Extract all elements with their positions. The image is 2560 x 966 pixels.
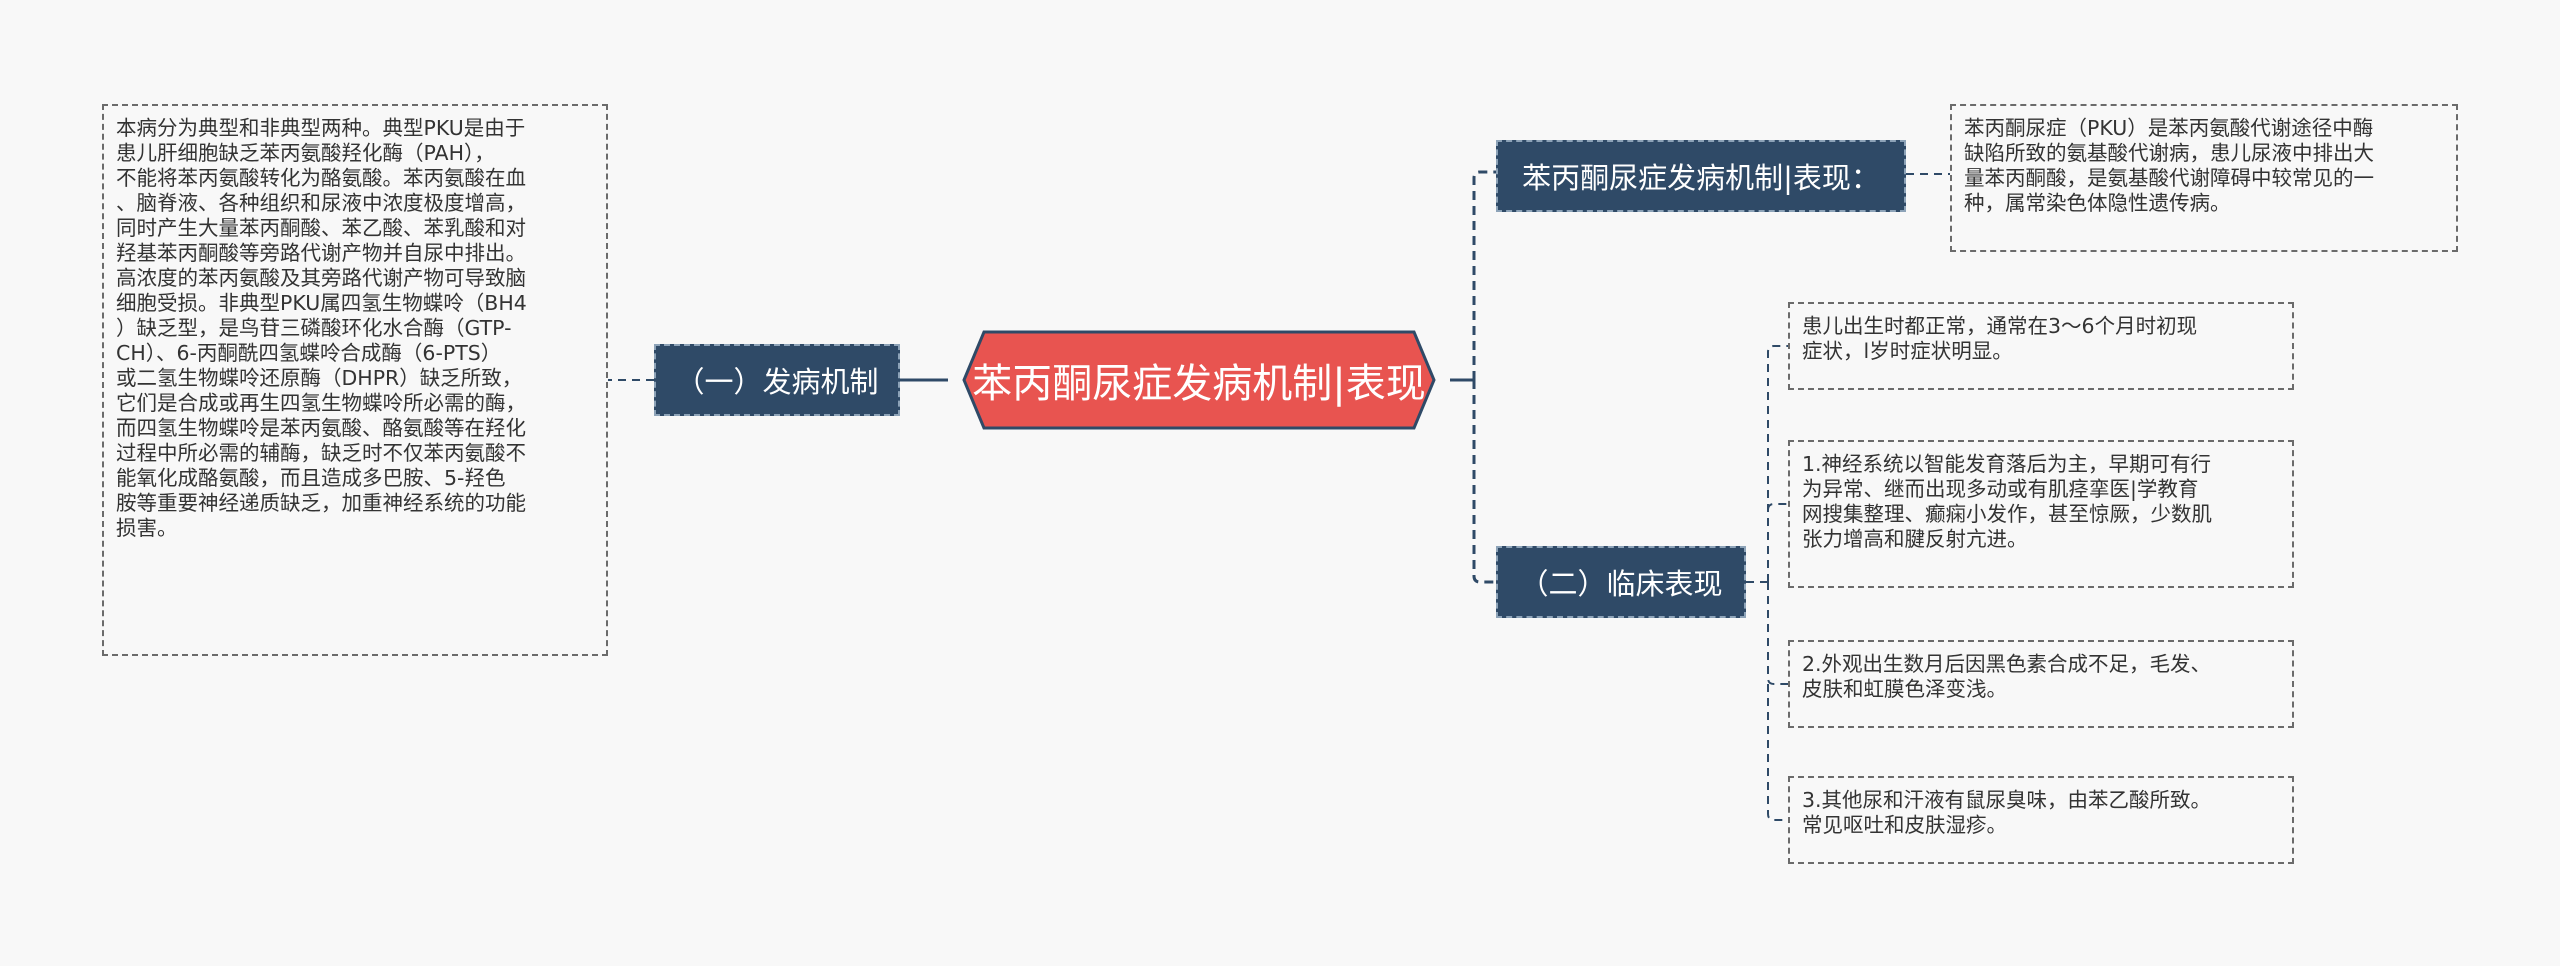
branch-definition[interactable]: 苯丙酮尿症发病机制|表现：: [1496, 140, 1906, 212]
root-hexagon-shape: [962, 330, 1436, 430]
leaf-clinical-appearance: 2.外观出生数月后因黑色素合成不足，毛发、 皮肤和虹膜色泽变浅。: [1788, 640, 2294, 728]
root-title: 苯丙酮尿症发病机制|表现: [972, 361, 1426, 407]
leaf-mechanism-detail: 本病分为典型和非典型两种。典型PKU是由于 患儿肝细胞缺乏苯丙氨酸羟化酶（PAH…: [102, 104, 608, 656]
leaf-definition-text: 苯丙酮尿症（PKU）是苯丙氨酸代谢途径中酶 缺陷所致的氨基酸代谢病，患儿尿液中排…: [1964, 116, 2374, 215]
leaf-clinical-onset: 患儿出生时都正常，通常在3～6个月时初现 症状，l岁时症状明显。: [1788, 302, 2294, 390]
leaf-mechanism-text: 本病分为典型和非典型两种。典型PKU是由于 患儿肝细胞缺乏苯丙氨酸羟化酶（PAH…: [116, 116, 527, 540]
leaf-clinical-other-text: 3.其他尿和汗液有鼠尿臭味，由苯乙酸所致。 常见呕吐和皮肤湿疹。: [1802, 788, 2212, 837]
connector-right-trunk: [1472, 170, 1496, 584]
branch-clinical-label: （二）临床表现: [1519, 567, 1723, 601]
leaf-definition-detail: 苯丙酮尿症（PKU）是苯丙氨酸代谢途径中酶 缺陷所致的氨基酸代谢病，患儿尿液中排…: [1950, 104, 2458, 252]
branch-clinical[interactable]: （二）临床表现: [1496, 546, 1746, 618]
branch-definition-label: 苯丙酮尿症发病机制|表现：: [1522, 161, 1880, 195]
branch-mechanism[interactable]: （一）发病机制: [654, 344, 900, 416]
connector-clinical-items: [1767, 345, 1788, 821]
root-node[interactable]: 苯丙酮尿症发病机制|表现: [948, 330, 1450, 430]
leaf-clinical-neuro-text: 1.神经系统以智能发育落后为主，早期可有行 为异常、继而出现多动或有肌痉挛医|学…: [1802, 452, 2212, 551]
branch-mechanism-label: （一）发病机制: [675, 365, 879, 399]
leaf-clinical-neuro: 1.神经系统以智能发育落后为主，早期可有行 为异常、继而出现多动或有肌痉挛医|学…: [1788, 440, 2294, 588]
leaf-clinical-appearance-text: 2.外观出生数月后因黑色素合成不足，毛发、 皮肤和虹膜色泽变浅。: [1802, 652, 2212, 701]
leaf-clinical-onset-text: 患儿出生时都正常，通常在3～6个月时初现 症状，l岁时症状明显。: [1802, 314, 2198, 363]
leaf-clinical-other: 3.其他尿和汗液有鼠尿臭味，由苯乙酸所致。 常见呕吐和皮肤湿疹。: [1788, 776, 2294, 864]
